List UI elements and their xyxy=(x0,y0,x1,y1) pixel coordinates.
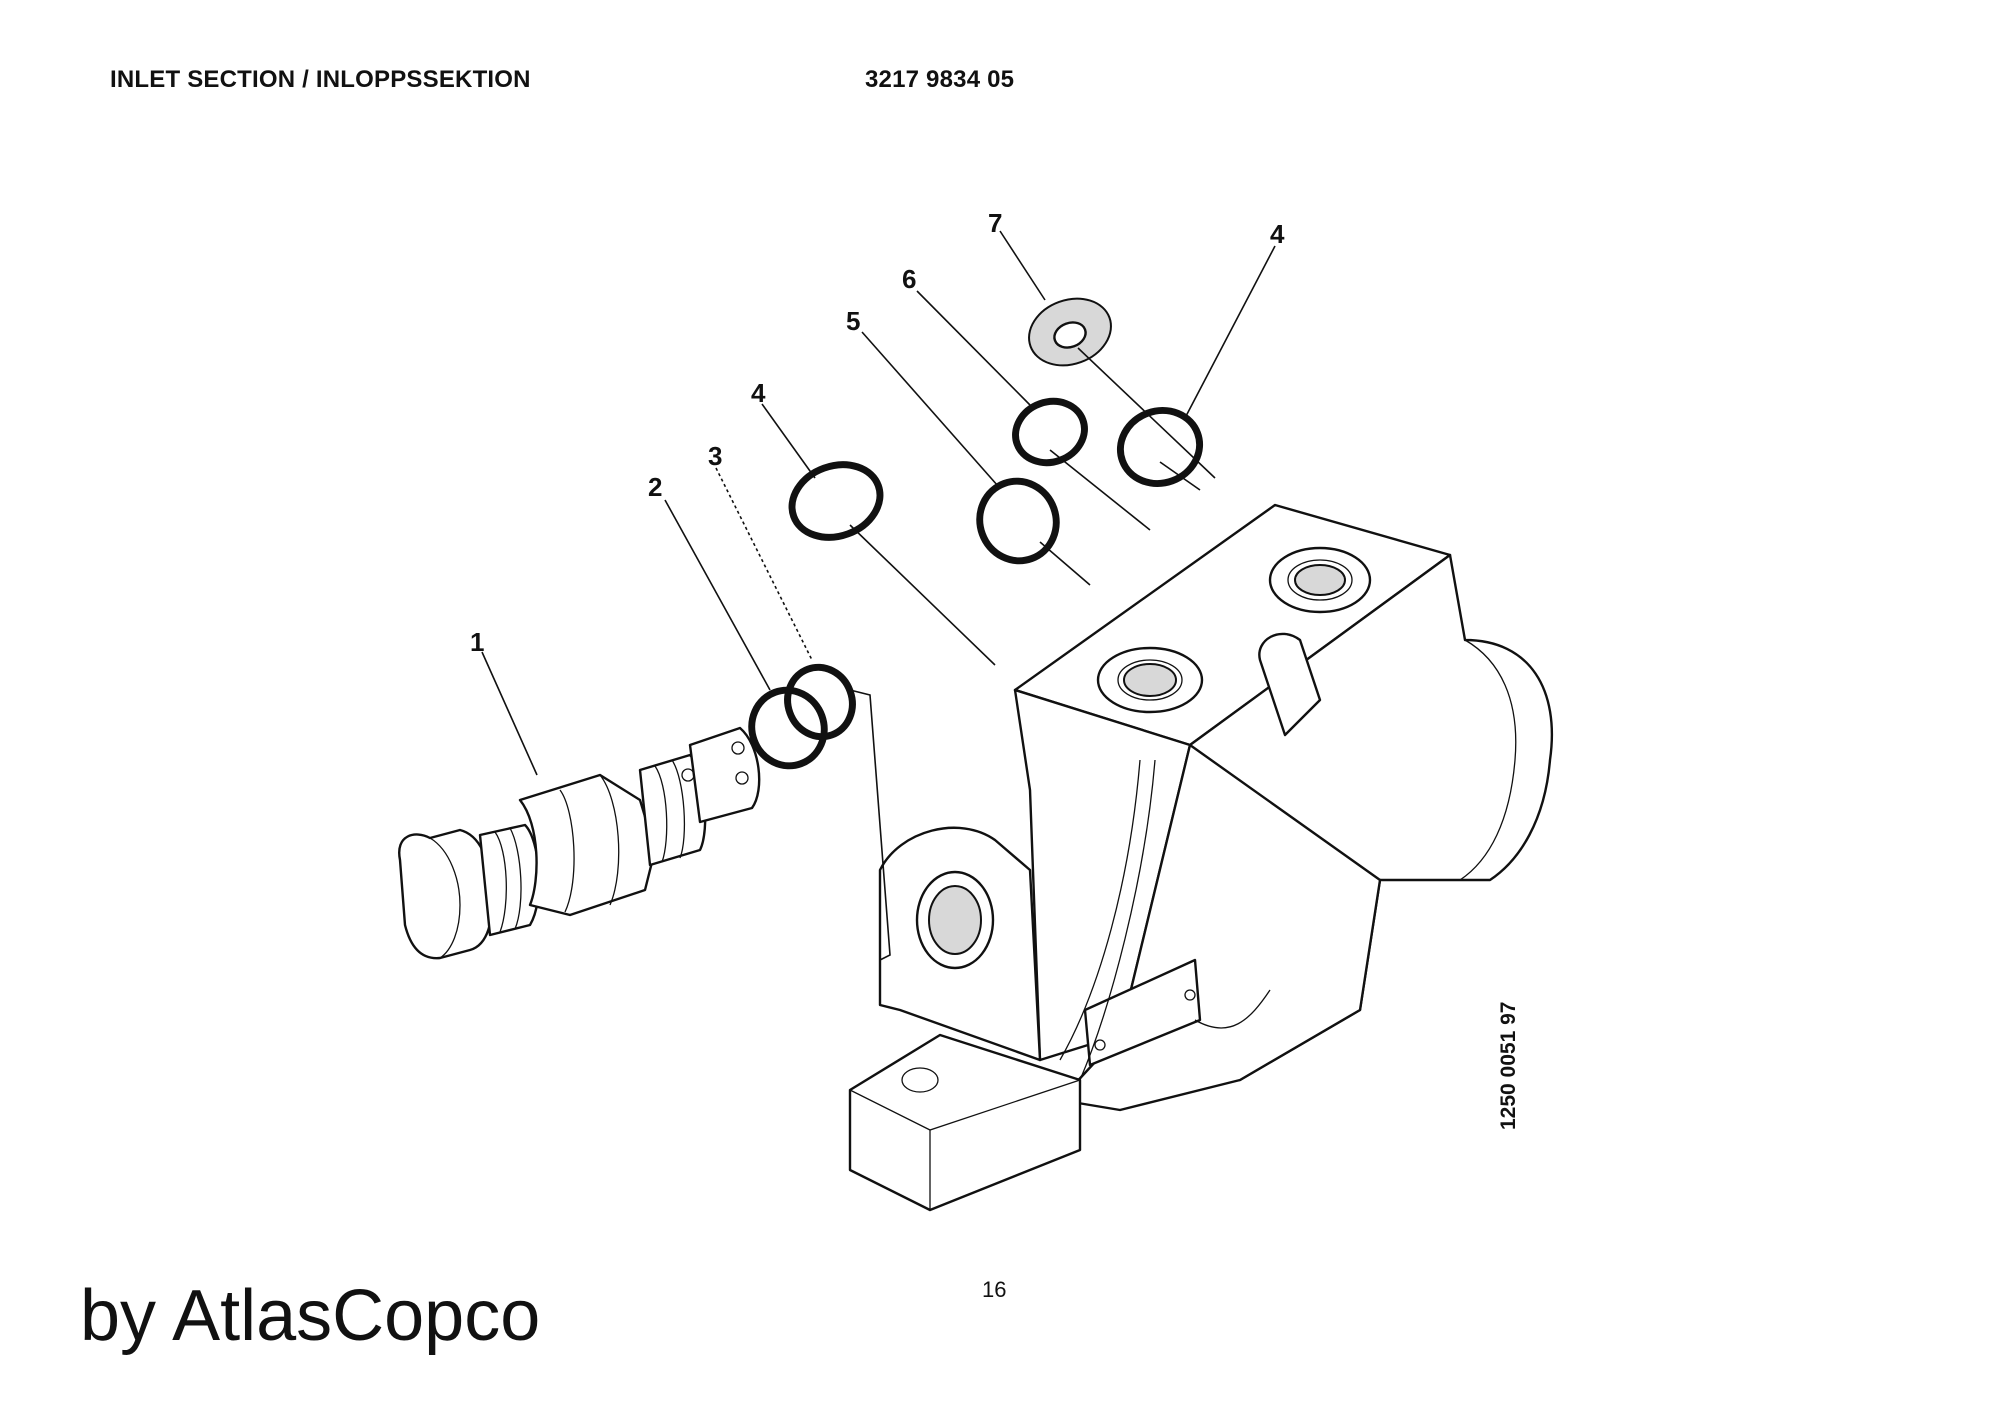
o-ring-5 xyxy=(976,477,1060,565)
relief-valve-cartridge xyxy=(398,726,761,960)
o-ring-4-right xyxy=(1116,407,1204,487)
callout-5: 5 xyxy=(846,306,860,336)
drawing-number: 1250 0051 97 xyxy=(1497,1001,1520,1130)
page-number: 16 xyxy=(982,1277,1007,1302)
callout-2: 2 xyxy=(648,472,662,502)
backup-ring-3 xyxy=(784,663,856,741)
valve-body xyxy=(848,503,1554,1212)
washer-7 xyxy=(1028,297,1112,367)
section-title: INLET SECTION / INLOPPSSEKTION xyxy=(110,66,531,93)
callout-6: 6 xyxy=(902,264,916,294)
footer-byline: by AtlasCopco xyxy=(80,1276,541,1356)
leader-lines xyxy=(481,230,1276,776)
callout-7: 7 xyxy=(988,208,1002,238)
o-ring-6 xyxy=(1012,397,1088,467)
callout-4-right: 4 xyxy=(1270,219,1285,249)
o-ring-4-left xyxy=(788,461,884,541)
callout-3: 3 xyxy=(708,441,722,471)
callout-1: 1 xyxy=(470,627,484,657)
part-number: 3217 9834 05 xyxy=(865,66,1015,93)
callout-4-left: 4 xyxy=(751,378,766,408)
o-ring-2 xyxy=(748,686,828,770)
gasket-outline xyxy=(849,689,891,961)
